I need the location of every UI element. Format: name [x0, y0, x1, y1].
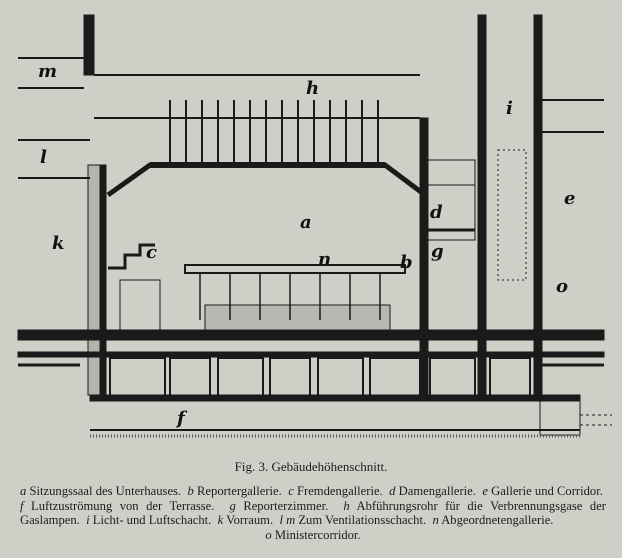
label-d: d — [430, 202, 443, 223]
structure — [17, 14, 612, 438]
legend-item-n: n Abgeordnetengallerie. — [432, 513, 554, 527]
legend-item-g: g Reporterzimmer. — [229, 498, 329, 513]
label-l: l — [40, 147, 47, 168]
legend-item-i: i Licht- und Luftschacht. — [86, 513, 212, 527]
label-k: k — [52, 233, 64, 254]
label-b: b — [400, 252, 413, 273]
legend-item-k: k Vorraum. — [217, 513, 274, 527]
legend-item-e: e Gallerie und Corridor. — [482, 484, 603, 498]
building-section-diagram: m h i l e k a d c n b g o f — [17, 14, 612, 438]
legend-item-b: b Reportergallerie. — [187, 484, 282, 498]
label-n: n — [318, 249, 331, 270]
figure-caption-title: Fig. 3. Gebäudehöhenschnitt. — [234, 459, 388, 474]
label-h: h — [306, 78, 319, 99]
legend-item-d: d Damengallerie. — [389, 484, 476, 498]
legend-item-h: h Abführungsrohr für die Verbrennungsgas… — [20, 498, 606, 528]
figure-legend: a Sitzungssaal des Unterhauses. b Report… — [20, 484, 606, 542]
legend-item-o: o Ministercorridor. — [265, 527, 361, 542]
label-c: c — [146, 242, 157, 263]
label-o: o — [556, 276, 568, 297]
label-e: e — [564, 188, 575, 209]
figure-labels: m h i l e k a d c n b g o f — [38, 61, 575, 429]
label-g: g — [431, 241, 444, 262]
legend-item-f: f Luftzuströmung von der Terrasse. — [20, 498, 215, 513]
legend-item-lm: l m Zum Ventilationsschacht. — [279, 513, 427, 527]
label-f: f — [175, 408, 188, 429]
legend-item-c: c Fremdengallerie. — [288, 484, 383, 498]
label-m: m — [38, 61, 57, 82]
label-a: a — [300, 212, 312, 233]
legend-item-a: a Sitzungssaal des Unterhauses. — [20, 484, 182, 498]
label-i: i — [506, 98, 513, 119]
